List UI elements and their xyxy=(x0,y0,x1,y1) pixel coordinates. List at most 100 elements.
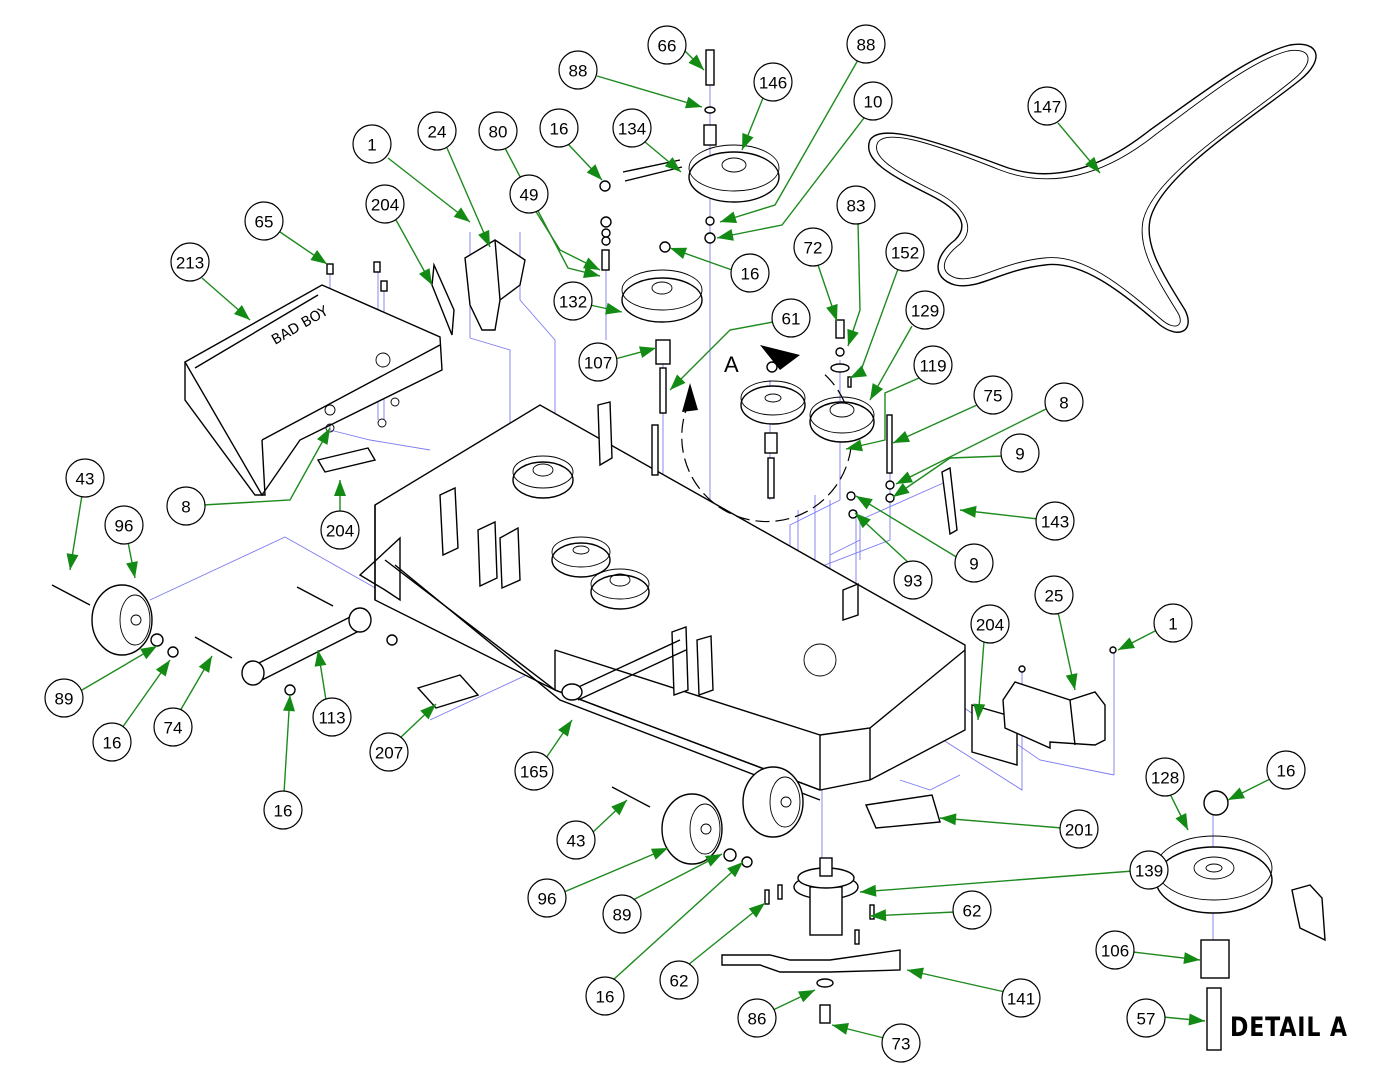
callout-circle xyxy=(853,81,893,121)
arrowhead-icon xyxy=(558,720,572,737)
callout-circle xyxy=(1145,757,1185,797)
callout-89: 89 xyxy=(44,645,158,718)
callout-165: 165 xyxy=(514,719,573,791)
arrowhead-icon xyxy=(870,909,887,922)
callout-132: 132 xyxy=(553,281,623,321)
callout-113: 113 xyxy=(312,649,352,737)
upper-idler-assembly xyxy=(622,49,780,244)
callout-circle xyxy=(104,505,144,545)
arrowhead-icon xyxy=(1118,637,1135,650)
callout-number: 113 xyxy=(318,709,345,728)
arrowhead-icon xyxy=(316,428,330,445)
callout-62: 62 xyxy=(659,902,766,1000)
callout-circle xyxy=(1034,575,1074,615)
callout-number: 141 xyxy=(1007,990,1035,1009)
callout-74: 74 xyxy=(153,655,213,747)
callout-number: 89 xyxy=(55,690,74,709)
arrowhead-icon xyxy=(1188,1013,1205,1026)
leader-line xyxy=(855,495,959,559)
arrowhead-icon xyxy=(334,480,346,496)
callout-number: 75 xyxy=(984,387,1003,406)
leader-line xyxy=(859,870,1134,893)
leader-line xyxy=(632,853,723,901)
callout-circle xyxy=(539,108,579,148)
callout-73: 73 xyxy=(831,1023,921,1063)
leader-line xyxy=(716,117,865,239)
callout-number: 147 xyxy=(1033,98,1061,117)
callout-number: 10 xyxy=(864,93,883,112)
callout-circle xyxy=(369,732,409,772)
callout-circle xyxy=(65,458,105,498)
arrowhead-icon xyxy=(611,800,627,816)
callout-number: 96 xyxy=(115,517,134,536)
axle-bolts xyxy=(51,584,651,808)
leader-line xyxy=(612,861,744,981)
arrowhead-icon xyxy=(748,903,765,918)
callout-134: 134 xyxy=(612,108,682,173)
arrowhead-icon xyxy=(797,990,815,1003)
link-arm xyxy=(241,607,398,696)
arrowhead-icon xyxy=(860,884,877,897)
callout-43: 43 xyxy=(65,458,105,571)
bolts-65 xyxy=(326,261,388,292)
callout-8: 8 xyxy=(895,382,1084,485)
callout-107: 107 xyxy=(578,342,657,382)
leader-line xyxy=(446,147,491,248)
callout-circle xyxy=(170,242,210,282)
leader-line xyxy=(596,75,703,108)
callout-9: 9 xyxy=(892,433,1040,498)
callout-number: 16 xyxy=(103,734,122,753)
callout-number: 89 xyxy=(613,906,632,925)
idler-pulley-flat xyxy=(621,241,703,476)
callout-circle xyxy=(320,510,360,550)
arrowhead-icon xyxy=(1175,813,1188,830)
leader-line xyxy=(895,407,1049,485)
belt xyxy=(867,43,1317,333)
arrowhead-icon xyxy=(126,561,138,578)
leader-line xyxy=(845,377,920,450)
callout-number: 128 xyxy=(1151,769,1179,788)
callout-80: 80 xyxy=(478,111,601,278)
arrowhead-icon xyxy=(1065,673,1078,690)
arrowhead-icon xyxy=(960,505,977,518)
arrowhead-icon xyxy=(650,848,668,860)
callout-1: 1 xyxy=(352,124,471,223)
arrowhead-icon xyxy=(478,229,490,247)
callout-circle xyxy=(244,201,284,241)
callout-143: 143 xyxy=(959,501,1075,541)
callout-circle xyxy=(166,486,206,526)
arrowhead-icon xyxy=(870,383,884,400)
callout-93: 93 xyxy=(854,512,933,600)
callout-66: 66 xyxy=(647,25,705,71)
callout-128: 128 xyxy=(1145,757,1189,831)
callout-circle xyxy=(1035,501,1075,541)
callout-number: 9 xyxy=(1015,445,1024,464)
leader-line xyxy=(387,157,471,223)
callout-number: 8 xyxy=(181,498,190,517)
callout-number: 204 xyxy=(371,196,399,215)
arrowhead-icon xyxy=(664,157,681,172)
callout-119: 119 xyxy=(845,345,953,452)
callout-number: 24 xyxy=(428,123,447,142)
callout-circle xyxy=(514,751,554,791)
callout-number: 66 xyxy=(658,37,677,56)
callout-number: 62 xyxy=(670,972,689,991)
callout-number: 201 xyxy=(1065,821,1093,840)
callout-number: 16 xyxy=(741,265,760,284)
callout-number: 204 xyxy=(326,522,354,541)
arrowhead-icon xyxy=(583,266,600,278)
leader-line xyxy=(892,455,1005,498)
callout-circle xyxy=(730,253,770,293)
callout-circle xyxy=(913,345,953,385)
arrowhead-icon xyxy=(742,132,754,150)
callout-circle xyxy=(1044,382,1084,422)
callout-141: 141 xyxy=(906,967,1041,1018)
rear-deflector-cover: BAD BOY xyxy=(184,284,443,497)
leader-line xyxy=(202,427,331,506)
arrowhead-icon xyxy=(973,703,986,720)
callout-number: 16 xyxy=(550,120,569,139)
callout-72: 72 xyxy=(793,227,838,322)
arrowhead-icon xyxy=(727,862,743,878)
arrowhead-icon xyxy=(1085,156,1100,173)
callout-16: 16 xyxy=(263,694,303,830)
